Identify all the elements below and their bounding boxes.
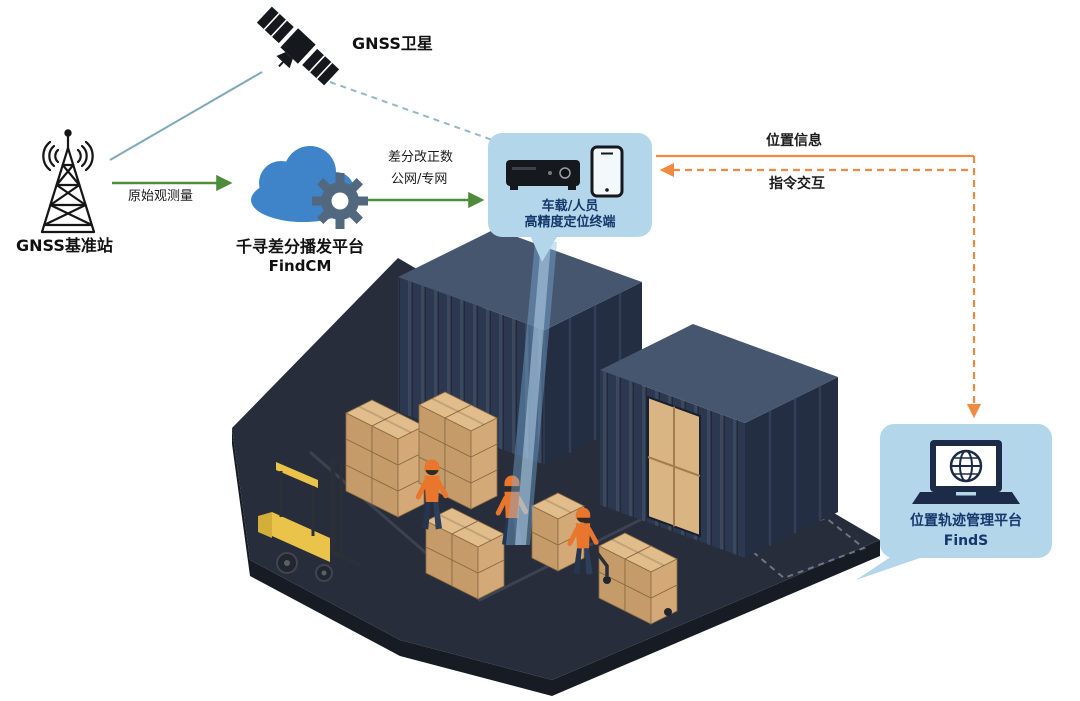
management-platform-bubble <box>856 424 1052 580</box>
label-terminal-title: 车载/人员 <box>541 199 599 214</box>
link-satellite-to-terminal <box>329 81 499 143</box>
label-position-info: 位置信息 <box>766 133 822 149</box>
positioning-beam <box>506 242 557 545</box>
label-cloud-title: 千寻差分播发平台 <box>235 237 364 256</box>
link-terminal-platform-arrows <box>656 154 982 419</box>
platform-top <box>232 258 880 680</box>
label-raw-observation: 原始观测量 <box>128 189 194 204</box>
worker-3-pallet-jack <box>570 508 672 616</box>
receiver-icon <box>506 160 580 190</box>
label-platform-subtitle: FindS <box>943 533 989 549</box>
container-2 <box>600 324 838 558</box>
smartphone-icon <box>590 145 624 198</box>
radio-tower-icon <box>40 129 96 234</box>
label-gnss-base-station: GNSS基准站 <box>16 236 113 255</box>
satellite-icon <box>256 6 340 86</box>
label-correction-line1: 差分改正数 <box>388 150 454 165</box>
warehouse-scene <box>232 229 880 696</box>
label-correction-line2: 公网/专网 <box>391 172 448 187</box>
label-gnss-satellite: GNSS卫星 <box>352 34 433 53</box>
gear-icon <box>312 173 368 229</box>
label-platform-title: 位置轨迹管理平台 <box>910 513 1022 529</box>
terminal-bubble <box>488 133 652 262</box>
forklift <box>258 458 362 582</box>
cloud-gear-icon <box>251 146 368 229</box>
link-satellite-to-station <box>109 71 263 161</box>
label-command-exchange: 指令交互 <box>769 176 825 192</box>
laptop-globe-icon <box>912 440 1020 504</box>
label-terminal-subtitle: 高精度定位终端 <box>524 215 616 230</box>
label-cloud-subtitle: FindCM <box>268 257 332 275</box>
